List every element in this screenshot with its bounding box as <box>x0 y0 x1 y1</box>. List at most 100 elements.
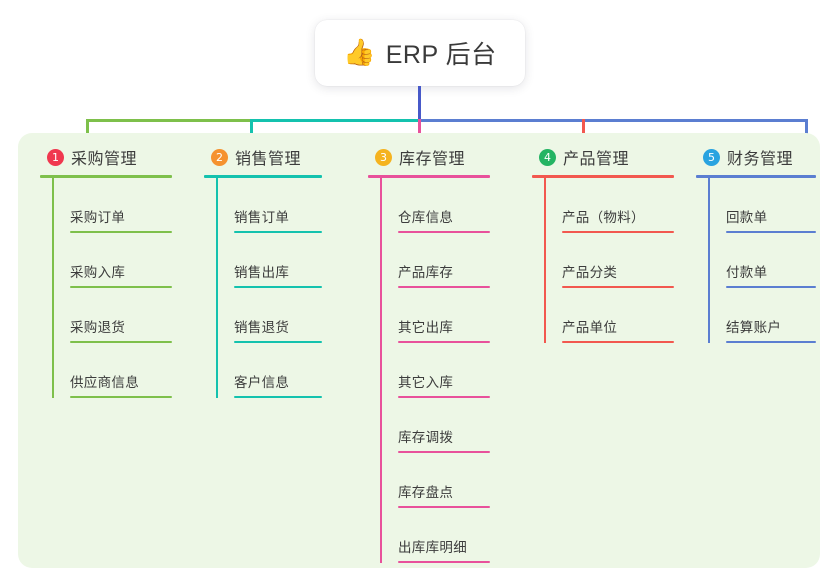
leaf-node-underline <box>398 231 490 233</box>
leaf-node-label: 供应商信息 <box>70 375 139 390</box>
leaf-node[interactable]: 客户信息 <box>216 343 322 398</box>
leaf-node-underline <box>398 561 490 563</box>
branch-title: 财务管理 <box>727 151 794 168</box>
leaf-node-underline <box>562 341 674 343</box>
root-node[interactable]: 👍 ERP 后台 <box>315 20 525 86</box>
leaf-node-underline <box>234 286 322 288</box>
leaf-node-label: 库存调拨 <box>398 430 454 445</box>
leaf-node-underline <box>70 341 172 343</box>
leaf-node[interactable]: 供应商信息 <box>52 343 172 398</box>
leaf-node-label: 销售退货 <box>234 320 290 335</box>
leaf-node-label: 客户信息 <box>234 375 290 390</box>
leaf-node-label: 销售订单 <box>234 210 290 225</box>
leaf-node[interactable]: 仓库信息 <box>380 178 490 233</box>
leaf-node-underline <box>70 396 172 398</box>
leaf-node[interactable]: 采购入库 <box>52 233 172 288</box>
leaf-node[interactable]: 其它入库 <box>380 343 490 398</box>
leaf-node-underline <box>726 231 816 233</box>
leaf-node-underline <box>70 286 172 288</box>
branch-title: 销售管理 <box>235 151 302 168</box>
branch-underline <box>40 175 172 178</box>
leaf-node-label: 采购订单 <box>70 210 126 225</box>
branch-spine <box>380 178 382 563</box>
leaf-node-underline <box>562 231 674 233</box>
branch-spine <box>708 178 710 343</box>
leaf-node-underline <box>398 451 490 453</box>
leaf-node-label: 产品分类 <box>562 265 618 280</box>
leaf-node-label: 结算账户 <box>726 320 782 335</box>
leaf-node[interactable]: 销售出库 <box>216 233 322 288</box>
branch-underline <box>204 175 322 178</box>
leaf-node[interactable]: 产品单位 <box>544 288 674 343</box>
branch-spine <box>52 178 54 398</box>
leaf-node-underline <box>234 341 322 343</box>
bus-segment-teal <box>250 119 420 122</box>
leaf-node-label: 其它入库 <box>398 375 454 390</box>
branch-children: 仓库信息产品库存其它出库其它入库库存调拨库存盘点出库库明细 <box>368 178 518 563</box>
branch-underline <box>532 175 674 178</box>
leaf-node[interactable]: 其它出库 <box>380 288 490 343</box>
leaf-node-label: 出库库明细 <box>398 540 467 555</box>
leaf-node[interactable]: 结算账户 <box>708 288 816 343</box>
bus-segment-green <box>86 119 252 122</box>
leaf-node-underline <box>562 286 674 288</box>
branch-column-2: 2 销售管理销售订单销售出库销售退货客户信息 <box>204 145 354 398</box>
leaf-node[interactable]: 出库库明细 <box>380 508 490 563</box>
bus-segment-blue <box>418 119 807 122</box>
leaf-node-underline <box>398 506 490 508</box>
leaf-node-underline <box>70 231 172 233</box>
leaf-node-underline <box>398 341 490 343</box>
root-stem <box>418 86 421 122</box>
branch-children: 回款单付款单结算账户 <box>696 178 820 343</box>
leaf-node[interactable]: 销售退货 <box>216 288 322 343</box>
leaf-node[interactable]: 产品分类 <box>544 233 674 288</box>
branch-children: 采购订单采购入库采购退货供应商信息 <box>40 178 190 398</box>
leaf-node[interactable]: 库存调拨 <box>380 398 490 453</box>
leaf-node-label: 回款单 <box>726 210 768 225</box>
branch-title: 库存管理 <box>399 151 466 168</box>
leaf-node-label: 仓库信息 <box>398 210 454 225</box>
branch-header-2[interactable]: 2 销售管理 <box>204 145 354 169</box>
root-node-title: ERP 后台 <box>385 41 497 69</box>
branch-underline <box>368 175 490 178</box>
leaf-node[interactable]: 采购退货 <box>52 288 172 343</box>
leaf-node[interactable]: 采购订单 <box>52 178 172 233</box>
leaf-node[interactable]: 产品（物料） <box>544 178 674 233</box>
branch-spine <box>544 178 546 343</box>
leaf-node-underline <box>398 396 490 398</box>
branch-spine <box>216 178 218 398</box>
leaf-node[interactable]: 产品库存 <box>380 233 490 288</box>
branch-underline <box>696 175 816 178</box>
leaf-node-label: 采购入库 <box>70 265 126 280</box>
leaf-node-label: 付款单 <box>726 265 768 280</box>
branches-panel <box>18 133 820 568</box>
branch-number-badge: 2 <box>211 148 228 166</box>
drop-line-sales <box>250 119 253 140</box>
branch-title: 产品管理 <box>563 151 630 168</box>
leaf-node-underline <box>726 286 816 288</box>
leaf-node[interactable]: 销售订单 <box>216 178 322 233</box>
leaf-node-underline <box>398 286 490 288</box>
drop-line-inventory <box>418 119 421 140</box>
leaf-node[interactable]: 回款单 <box>708 178 816 233</box>
branch-children: 销售订单销售出库销售退货客户信息 <box>204 178 354 398</box>
leaf-node-label: 采购退货 <box>70 320 126 335</box>
leaf-node-underline <box>234 396 322 398</box>
leaf-node-label: 销售出库 <box>234 265 290 280</box>
branch-number-badge: 1 <box>47 148 64 166</box>
leaf-node[interactable]: 库存盘点 <box>380 453 490 508</box>
drop-line-finance <box>805 119 808 140</box>
drop-line-product <box>582 119 585 140</box>
leaf-node-label: 库存盘点 <box>398 485 454 500</box>
leaf-node-label: 其它出库 <box>398 320 454 335</box>
leaf-node[interactable]: 付款单 <box>708 233 816 288</box>
drop-line-procurement <box>86 119 89 140</box>
